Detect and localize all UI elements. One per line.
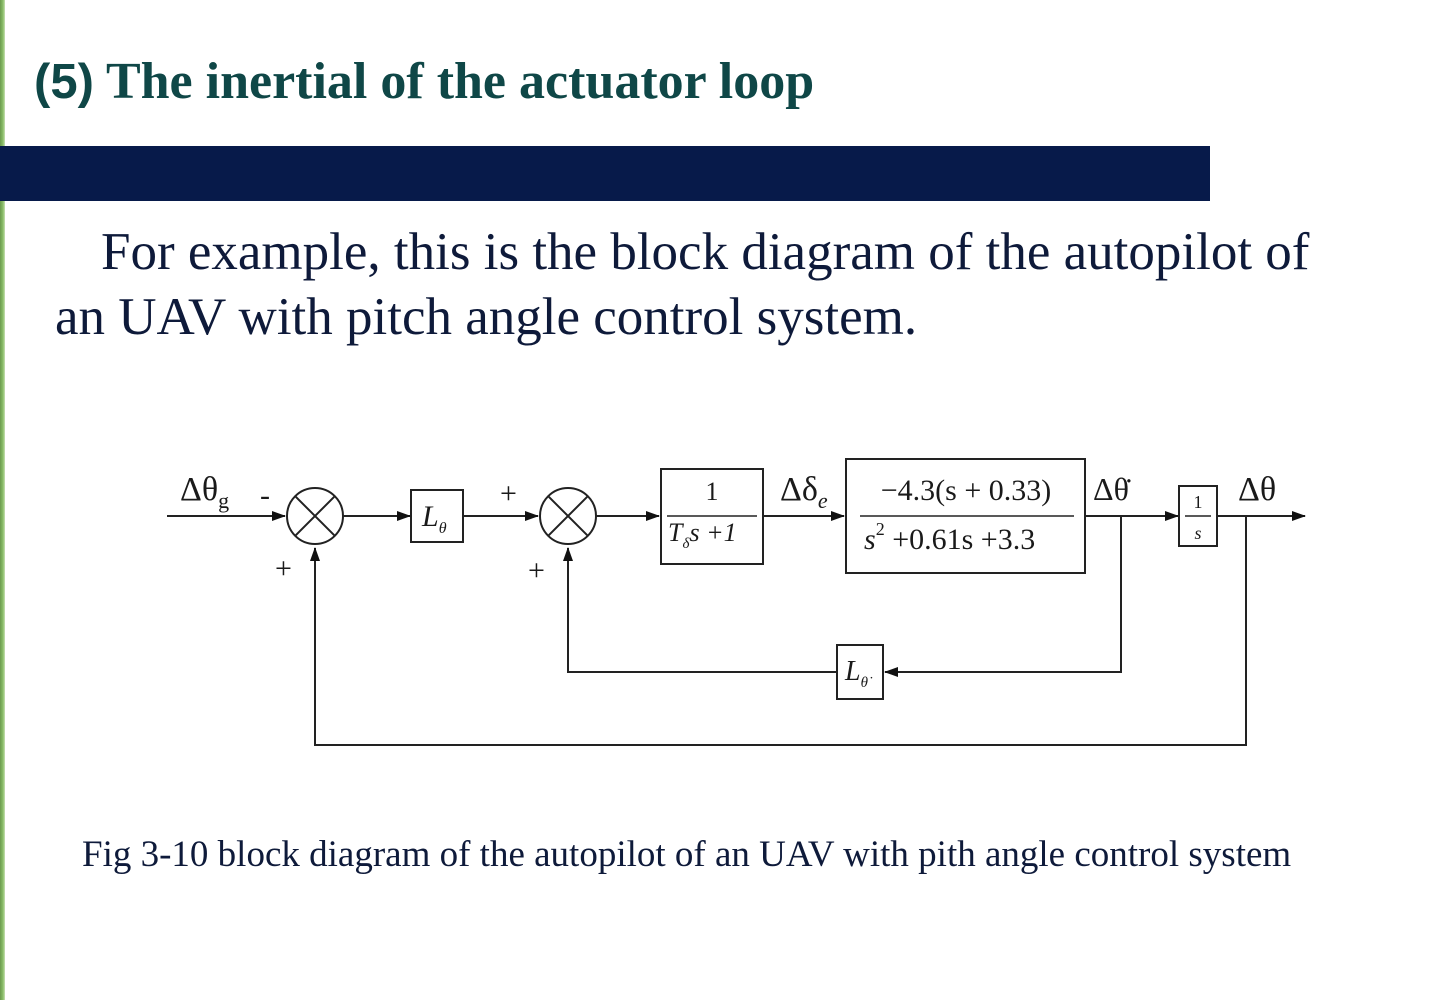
plant-numerator: −4.3(s + 0.33) xyxy=(881,474,1052,507)
integrator-denominator: s xyxy=(1194,523,1201,543)
sum2-bottom-sign: + xyxy=(528,554,545,587)
title-text: The inertial of the actuator loop xyxy=(93,53,815,110)
input-signal-label: Δθg xyxy=(180,471,229,513)
outer-feedback-line xyxy=(310,516,1247,746)
output-signal-label: Δθ xyxy=(1238,471,1276,508)
slide-title: (5) The inertial of the actuator loop xyxy=(34,46,814,118)
figure-caption: Fig 3-10 block diagram of the autopilot … xyxy=(82,834,1292,875)
title-underline-bar xyxy=(0,146,1210,201)
plant-denominator: s2 +0.61s +3.3 xyxy=(864,519,1035,556)
integrator-numerator: 1 xyxy=(1194,492,1203,512)
theta-dot-label: Δθ̇ xyxy=(1093,471,1131,507)
sum1-bottom-sign: + xyxy=(275,552,292,585)
body-line-2: an UAV with pitch angle control system. xyxy=(55,288,918,346)
delta-e-label: Δδe xyxy=(780,471,828,513)
gain-thetadot-block xyxy=(836,644,884,700)
summing-junction-2 xyxy=(539,487,597,545)
gain-theta-label: Lθ xyxy=(421,500,447,537)
slide-left-stripe xyxy=(0,0,5,1000)
inner-feedback-line-b xyxy=(563,547,836,673)
sum2-top-sign: + xyxy=(500,477,517,510)
summing-junction-1 xyxy=(286,487,344,545)
sum1-top-sign: - xyxy=(260,479,270,512)
gain-theta-block xyxy=(410,489,464,543)
actuator-denominator: Tδs +1 xyxy=(668,518,737,552)
body-paragraph: For example, this is the block diagram o… xyxy=(55,220,1385,350)
title-number: (5) xyxy=(34,55,94,109)
inner-feedback-line-a xyxy=(884,516,1122,677)
body-line-1: For example, this is the block diagram o… xyxy=(101,223,1310,281)
actuator-numerator: 1 xyxy=(706,477,719,506)
